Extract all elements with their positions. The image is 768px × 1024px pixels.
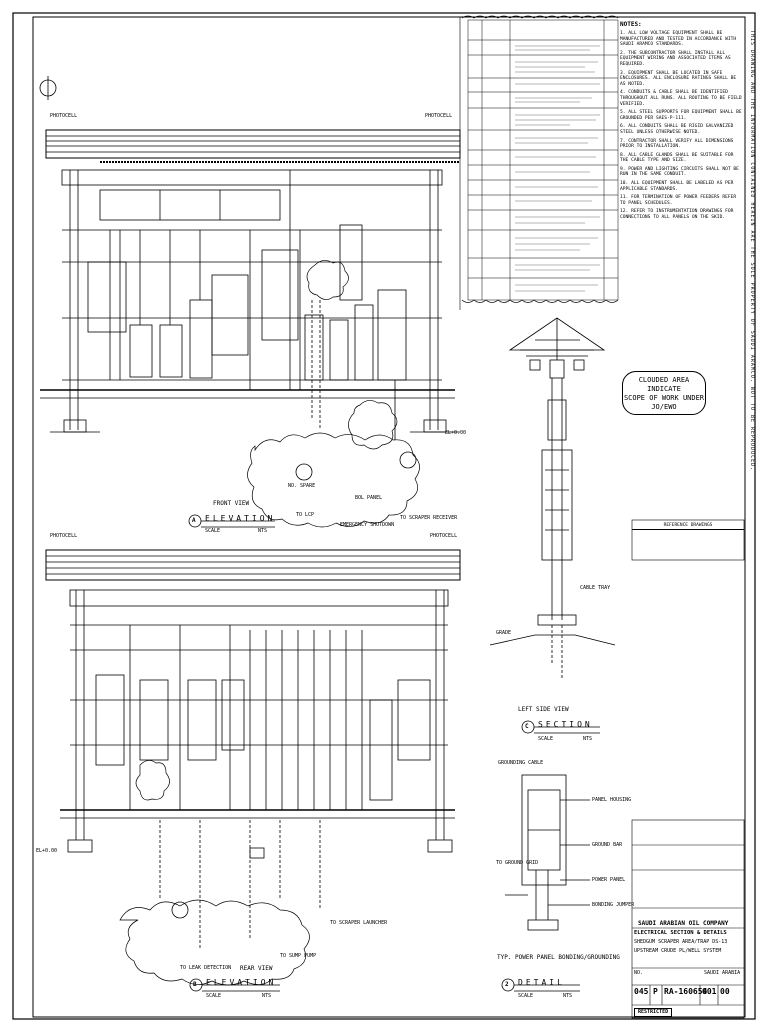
note-item: 4. CONDUITS & CABLE SHALL BE IDENTIFIED … — [620, 90, 742, 107]
left-view-title: SECTION — [538, 720, 593, 729]
emergency-shutdown-label: EMERGENCY SHUTDOWN — [340, 522, 395, 528]
rear-view-caption: REAR VIEW — [240, 965, 273, 972]
note-item: 2. THE SUBCONTRACTOR SHALL INSTALL ALL E… — [620, 50, 731, 67]
to-ground-grid-label: TO GROUND GRID — [496, 860, 539, 866]
drawing-type: P — [653, 987, 658, 996]
front-view-title: ELEVATION — [205, 514, 276, 523]
reference-title: REFERENCE DRAWINGS — [632, 522, 744, 530]
note-item: 1. ALL LOW VOLTAGE EQUIPMENT SHALL BE MA… — [620, 31, 737, 48]
grade-label: GRADE — [496, 630, 512, 636]
note-item: 9. POWER AND LIGHTING CIRCUITS SHALL NOT… — [620, 166, 739, 178]
location-label: SAUDI ARABIA — [704, 970, 741, 976]
bonding-detail-drawing — [501, 774, 590, 992]
note-item: 3. EQUIPMENT SHALL BE LOCATED IN SAFE EN… — [620, 70, 737, 87]
elevation-level-label-rear: EL+0.00 — [36, 848, 58, 854]
rear-view-title: ELEVATION — [206, 978, 277, 987]
proprietary-notice: THIS DRAWING AND THE INFORMATION CONTAIN… — [749, 30, 755, 472]
sheet-number: 001 — [702, 987, 717, 996]
grounding-cable-label: GROUNDING CABLE — [498, 760, 544, 766]
drawing-number: RA-160654 — [664, 987, 708, 996]
rear-view-scale: SCALE — [206, 993, 222, 999]
detail-scale: SCALE — [518, 993, 534, 999]
title-block: SAUDI ARABIAN OIL COMPANY ELECTRICAL SEC… — [632, 820, 744, 1020]
note-item: 8. ALL CABLE GLANDS SHALL BE SUITABLE FO… — [620, 152, 734, 164]
bonding-jumper-label: BONDING JUMPER — [592, 902, 635, 908]
front-view-nts: NTS — [258, 528, 268, 534]
left-view-caption: LEFT SIDE VIEW — [518, 706, 569, 713]
spare-label: NO. SPARE — [288, 483, 316, 489]
front-view-scale: SCALE — [205, 528, 221, 534]
front-view-letter: A — [192, 517, 196, 524]
photocell-label-left: PHOTOCELL — [50, 113, 78, 119]
elevation-level-label: EL+0.00 — [445, 430, 467, 436]
detail-letter: 2 — [505, 981, 509, 988]
power-panel-label: POWER PANEL — [592, 877, 626, 883]
ground-bar-label: GROUND BAR — [592, 842, 623, 848]
notes-title: NOTES: — [620, 21, 642, 28]
left-view-letter: C — [525, 723, 529, 730]
note-item: 7. CONTRACTOR SHALL VERIFY ALL DIMENSION… — [620, 138, 734, 150]
leak-detection-label: TO LEAK DETECTION — [180, 965, 232, 971]
plant-label: NO. — [634, 970, 644, 976]
plant-number: 045 — [634, 987, 649, 996]
company-name: SAUDI ARABIAN OIL COMPANY — [638, 920, 729, 927]
drawing-title-line-1: ELECTRICAL SECTION & DETAILS — [634, 930, 727, 936]
note-item: 11. FOR TERMINATION OF POWER FEEDERS REF… — [620, 195, 737, 206]
photocell-label-rear: PHOTOCELL — [50, 533, 78, 539]
panel-housing-label: PANEL HOUSING — [592, 797, 632, 803]
bol-panel-label: BOL PANEL — [355, 495, 383, 501]
rear-elevation-drawing — [45, 549, 461, 992]
detail-nts: NTS — [563, 993, 573, 999]
note-item: 6. ALL CONDUITS SHALL BE RIGID GALVANIZE… — [620, 124, 734, 135]
drawing-title-line-3: UPSTREAM CRUDE PL/WELL SYSTEM — [634, 948, 722, 954]
note-item: 10. ALL EQUIPMENT SHALL BE LABELED AS PE… — [620, 181, 734, 192]
scope-line: SCOPE OF WORK UNDER — [623, 394, 705, 402]
revision-number: 00 — [720, 987, 730, 996]
front-view-caption: FRONT VIEW — [213, 500, 250, 507]
scope-line: CLOUDED AREA INDICATE — [638, 376, 690, 393]
note-item: 12. REFER TO INSTRUMENTATION DRAWINGS FO… — [620, 209, 734, 221]
front-elevation-drawing — [39, 76, 461, 528]
general-notes: NOTES: 1. ALL LOW VOLTAGE EQUIPMENT SHAL… — [620, 22, 742, 312]
scraper-launcher-label: TO SCRAPER LAUNCHER — [330, 920, 388, 926]
to-lcp-label: TO LCP — [296, 512, 315, 518]
reference-drawings-panel: REFERENCE DRAWINGS — [632, 522, 744, 556]
bill-of-material-table — [461, 15, 619, 303]
detail-title: DETAIL — [518, 978, 565, 987]
note-item: 5. ALL STEEL SUPPORTS FOR EQUIPMENT SHAL… — [620, 110, 742, 121]
cable-tray-label: CABLE TRAY — [580, 585, 611, 591]
scope-of-work-note: CLOUDED AREA INDICATE SCOPE OF WORK UNDE… — [622, 371, 706, 415]
photocell-label-rear-right: PHOTOCELL — [430, 533, 458, 539]
photocell-label-right: PHOTOCELL — [425, 113, 453, 119]
scraper-receiver-label: TO SCRAPER RECEIVER — [400, 515, 458, 521]
scope-line: JO/EWO — [651, 403, 677, 411]
restricted-label: RESTRICTED — [634, 1008, 673, 1017]
detail-caption: TYP. POWER PANEL BONDING/GROUNDING — [497, 954, 620, 961]
rear-view-letter: B — [193, 981, 197, 988]
title-block-frame — [631, 519, 745, 1019]
rear-view-nts: NTS — [262, 993, 272, 999]
drawing-title-line-2: SHEDGUM SCRAPER AREA/TRAP DS-13 — [634, 939, 728, 945]
left-view-nts: NTS — [583, 736, 593, 742]
left-view-scale: SCALE — [538, 736, 554, 742]
sump-pump-label: TO SUMP PUMP — [280, 953, 317, 959]
left-side-section-drawing — [489, 317, 616, 734]
